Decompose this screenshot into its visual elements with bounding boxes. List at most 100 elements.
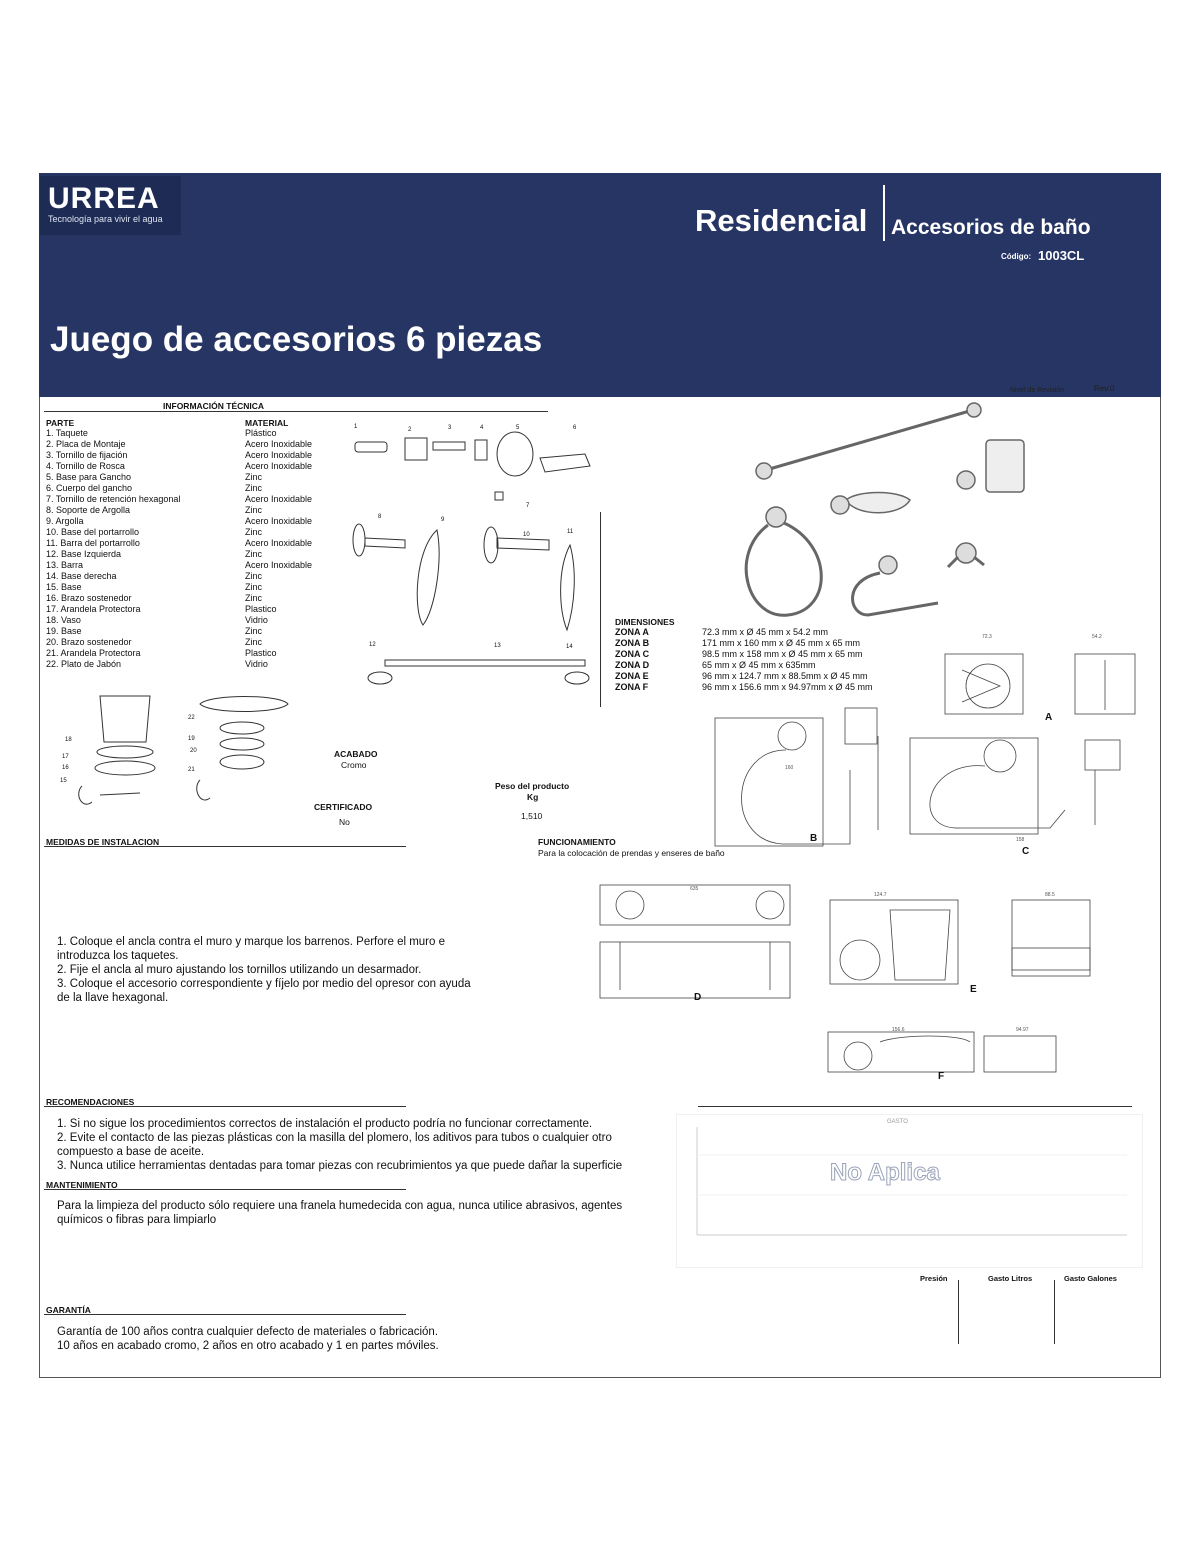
text-line: introduzca los taquetes. [57, 950, 179, 962]
weight-value: 1,510 [521, 811, 543, 821]
dimension-zone-label: ZONA C [615, 649, 650, 659]
tech-info-heading: INFORMACIÓN TÉCNICA [163, 401, 265, 411]
header-banner [39, 173, 1161, 397]
text-line: compuesto a base de aceite. [57, 1146, 205, 1158]
material-item: Zinc [245, 582, 263, 592]
part-item: 4. Tornillo de Rosca [46, 461, 125, 471]
tumbler-holder [985, 439, 1025, 493]
diagram-number: 21 [188, 767, 195, 773]
part-item: 2. Placa de Montaje [46, 439, 126, 449]
chart-column-divider-2 [1054, 1280, 1055, 1344]
part-anchor [354, 441, 388, 453]
maintenance-rule [44, 1189, 406, 1190]
part-item: 16. Brazo sostenedor [46, 593, 132, 603]
dimension-zone-value: 96 mm x 156.6 mm x 94.97mm x Ø 45 mm [702, 682, 873, 692]
category-title: Residencial [695, 203, 868, 238]
dimension-zone-value: 65 mm x Ø 45 mm x 635mm [702, 660, 816, 670]
diagram-number: 8 [378, 514, 382, 520]
part-column-header: PARTE [46, 418, 75, 428]
diagram-number: 3 [448, 425, 452, 431]
maintenance-text: Para la limpieza del producto sólo requi… [57, 1199, 657, 1227]
diagram-number: 2 [408, 427, 412, 433]
part-screw [432, 441, 466, 451]
part-roll-bar [496, 537, 550, 551]
installation-heading: MEDIDAS DE INSTALACION [46, 837, 160, 847]
glass-tumbler [99, 695, 151, 743]
part-item: 5. Base para Gancho [46, 472, 132, 482]
material-item: Zinc [245, 571, 263, 581]
chart-top-rule [698, 1106, 1132, 1107]
pressure-column: Presión [920, 1274, 948, 1283]
dimension-zone-value: 72.3 mm x Ø 45 mm x 54.2 mm [702, 627, 829, 637]
text-line: químicos o fibras para limpiarlo [57, 1214, 217, 1226]
material-item: Acero Inoxidable [245, 439, 313, 449]
product-set-illustration [744, 402, 1025, 617]
finish-label: ACABADO [334, 749, 378, 759]
text-line: 1. Coloque el ancla contra el muro y mar… [57, 936, 446, 948]
dimension-label-d: D [694, 992, 702, 1003]
part-item: 20. Brazo sostenedor [46, 637, 132, 647]
revision-label: Nivel de Revisión [1010, 387, 1065, 394]
drawing-f-front [827, 1031, 975, 1073]
part-item: 9. Argolla [46, 516, 84, 526]
dimension-label-dim_885: 88.5 [1045, 892, 1055, 898]
part-threaded-screw [474, 439, 488, 461]
diagram-number: 4 [480, 425, 484, 431]
finish-value: Cromo [341, 760, 367, 770]
material-item: Acero Inoxidable [245, 560, 313, 570]
not-applicable-overlay: No Aplica [830, 1159, 941, 1187]
photo-divider [600, 512, 601, 707]
material-item: Zinc [245, 527, 263, 537]
revision-value: Rev.0 [1094, 384, 1115, 393]
dimension-zone-label: ZONA A [615, 627, 649, 637]
material-item: Plastico [245, 648, 277, 658]
installation-steps: 1. Coloque el ancla contra el muro y mar… [57, 935, 507, 1005]
towel-ring [744, 521, 823, 617]
diagram-number: 18 [65, 737, 72, 743]
dimension-label-dim_635: 635 [690, 886, 699, 892]
towel-ring-base [765, 506, 787, 528]
material-item: Vidrio [245, 659, 268, 669]
drawing-a-front [944, 653, 1024, 715]
part-roll-base [483, 526, 499, 564]
part-item: 19. Base [46, 626, 82, 636]
diagram-number: 7 [526, 503, 530, 509]
material-item: Zinc [245, 483, 263, 493]
dimension-label-dim_158: 158 [1016, 837, 1025, 843]
dimension-drawings [599, 653, 1136, 1073]
diagram-number: 19 [188, 736, 195, 742]
drawing-c-front [909, 737, 1039, 835]
function-value: Para la colocación de prendas y enseres … [538, 848, 725, 858]
subcategory-title: Accesorios de baño [891, 216, 1091, 239]
dimension-zone-value: 96 mm x 124.7 mm x 88.5mm x Ø 45 mm [702, 671, 868, 681]
text-line: Para la limpieza del producto sólo requi… [57, 1200, 623, 1212]
diagram-number: 16 [62, 765, 69, 771]
soap-dish [199, 696, 289, 712]
diagram-number: 6 [573, 425, 577, 431]
part-item: 3. Tornillo de fijación [46, 450, 128, 460]
glass-dish-drawing [78, 695, 289, 805]
part-item: 1. Taquete [46, 428, 88, 438]
part-item: 21. Arandela Protectora [46, 648, 141, 658]
part-right-base [564, 671, 590, 685]
dimension-label-dim_72: 72.3 [982, 634, 992, 640]
material-item: Zinc [245, 637, 263, 647]
paper-holder [851, 571, 939, 617]
diagram-number: 11 [567, 529, 574, 535]
flow-chart: GASTO No Aplica [676, 1114, 1143, 1268]
part-item: 22. Plato de Jabón [46, 659, 122, 669]
brand-logo: URREA Tecnología para vivir el agua [40, 176, 181, 235]
certified-label: CERTIFICADO [314, 802, 373, 812]
material-item: Acero Inoxidable [245, 516, 313, 526]
text-line: Garantía de 100 años contra cualquier de… [57, 1326, 439, 1338]
diagram-number: 20 [190, 748, 197, 754]
diagram-number: 22 [188, 715, 195, 721]
weight-label: Peso del producto [495, 781, 570, 791]
robe-hook [955, 542, 977, 564]
part-item: 12. Base Izquierda [46, 549, 122, 559]
diagram-number: 1 [354, 424, 358, 430]
text-line: 10 años en acabado cromo, 2 años en otro… [57, 1340, 439, 1352]
material-item: Acero Inoxidable [245, 538, 313, 548]
